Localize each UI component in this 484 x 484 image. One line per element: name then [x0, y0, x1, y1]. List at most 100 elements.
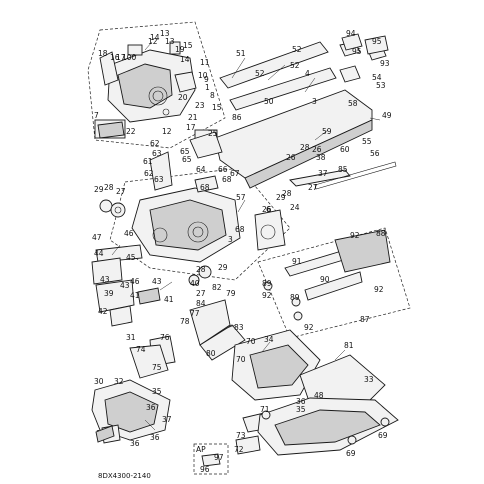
label-89: 89 — [262, 279, 272, 288]
label-72: 72 — [234, 445, 244, 454]
label-81: 81 — [344, 341, 354, 350]
label-6: 6 — [266, 205, 271, 214]
deck-assembly — [189, 41, 397, 190]
upper-frame-assembly — [94, 41, 218, 141]
label-34: 34 — [264, 335, 274, 344]
label-1: 1 — [205, 83, 210, 92]
label-24: 24 — [290, 203, 300, 212]
label-57: 57 — [236, 193, 246, 202]
label-80: 80 — [206, 349, 216, 358]
label-83: 83 — [234, 323, 244, 332]
label-95b: 95 — [352, 47, 362, 56]
label-21: 21 — [188, 113, 198, 122]
diagram-code: 8DX4300-2140 — [98, 472, 151, 480]
label-28b: 28 — [282, 189, 292, 198]
label-66: 66 — [218, 165, 228, 174]
label-12: 12 — [148, 37, 158, 46]
label-52b: 52 — [255, 69, 265, 78]
label-23: 23 — [195, 101, 205, 110]
label-94: 94 — [346, 29, 356, 38]
label-89b: 89 — [290, 293, 300, 302]
label-14b: 14 — [180, 55, 190, 64]
label-30: 30 — [94, 377, 104, 386]
panel-set — [263, 229, 391, 321]
label-93: 93 — [380, 59, 390, 68]
label-65b: 65 — [182, 155, 192, 164]
label-75: 75 — [152, 363, 162, 372]
label-37b: 37 — [162, 415, 172, 424]
label-70: 70 — [246, 337, 256, 346]
label-29b: 29 — [94, 185, 104, 194]
label-19: 19 — [175, 45, 185, 54]
label-42: 42 — [98, 307, 108, 316]
label-74: 74 — [136, 345, 146, 354]
label-36b: 36 — [130, 439, 140, 448]
label-52: 52 — [292, 45, 302, 54]
forward-arrow-icon — [95, 425, 115, 443]
inset-ap: AP 97 96 — [196, 445, 224, 474]
label-13b: 13 — [165, 37, 175, 46]
label-3b: 3 — [228, 235, 233, 244]
label-45: 45 — [126, 253, 136, 262]
label-86: 86 — [232, 113, 242, 122]
label-65: 65 — [180, 147, 190, 156]
label-36d: 36 — [296, 397, 306, 406]
label-10: 10 — [198, 71, 208, 80]
label-50: 50 — [264, 97, 274, 106]
label-18: 18 — [98, 49, 108, 58]
group-box-upper-frame — [87, 21, 226, 149]
label-69: 69 — [346, 449, 356, 458]
label-79: 79 — [226, 289, 236, 298]
top-right-parts — [341, 33, 389, 55]
label-82: 82 — [212, 283, 222, 292]
label-55: 55 — [362, 137, 372, 146]
label-92c: 92 — [262, 291, 272, 300]
label-51: 51 — [236, 49, 246, 58]
label-35: 35 — [152, 387, 162, 396]
label-8: 8 — [210, 91, 215, 100]
label-97: 97 — [214, 453, 224, 462]
label-41: 41 — [130, 291, 140, 300]
label-14: 14 — [150, 33, 160, 42]
label-60: 60 — [340, 145, 350, 154]
label-71: 71 — [260, 405, 270, 414]
leader-lines — [111, 41, 381, 431]
label-25: 25 — [208, 129, 218, 138]
label-39: 39 — [104, 289, 114, 298]
label-70b: 70 — [236, 355, 246, 364]
label-27b: 27 — [116, 187, 126, 196]
lower-right-covers — [231, 329, 399, 456]
label-15: 15 — [183, 41, 193, 50]
label-68: 68 — [222, 175, 232, 184]
label-4: 4 — [305, 69, 310, 78]
label-58: 58 — [348, 99, 358, 108]
label-63: 63 — [152, 149, 162, 158]
label-92: 92 — [350, 231, 360, 240]
label-47: 47 — [92, 233, 102, 242]
label-7: 7 — [94, 111, 99, 120]
label-62: 62 — [150, 139, 160, 148]
label-38: 38 — [316, 153, 326, 162]
label-28d: 28 — [196, 265, 206, 274]
label-43c: 43 — [152, 277, 162, 286]
label-61: 61 — [143, 157, 153, 166]
label-26b: 26 — [312, 145, 322, 154]
label-95: 95 — [372, 37, 382, 46]
label-92d: 92 — [304, 323, 314, 332]
label-3: 3 — [312, 97, 317, 106]
label-37: 37 — [318, 169, 328, 178]
label-64: 64 — [196, 165, 206, 174]
label-100: 100 — [122, 53, 137, 62]
label-76: 76 — [160, 333, 170, 342]
label-77: 77 — [190, 309, 200, 318]
left-side-parts — [91, 199, 212, 327]
label-41b: 41 — [164, 295, 174, 304]
label-96: 96 — [200, 465, 210, 474]
label-35b: 35 — [296, 405, 306, 414]
label-33: 33 — [364, 375, 374, 384]
label-26: 26 — [286, 153, 296, 162]
label-12b: 12 — [162, 127, 172, 136]
label-29c: 29 — [218, 263, 228, 272]
label-26c: 26 — [262, 205, 272, 214]
label-31: 31 — [126, 333, 136, 342]
